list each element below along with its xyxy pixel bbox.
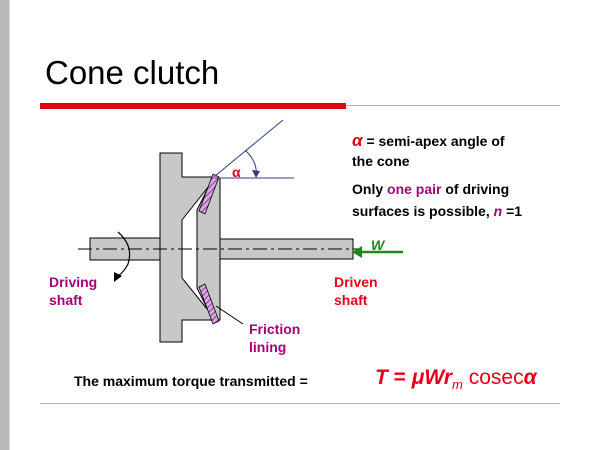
formula-alpha: α [523, 366, 537, 389]
outer-cone-cup [159, 152, 218, 343]
torque-formula: T = μWrm cosecα [375, 366, 537, 392]
formula-cosec: cosec [462, 366, 524, 389]
note-n-symbol: n [493, 203, 503, 219]
driven-shaft-label-2: shaft [334, 292, 368, 308]
driving-shaft-label-1: Driving [49, 274, 98, 290]
note-n-value: =1 [502, 203, 523, 219]
friction-leader-line [215, 305, 244, 325]
alpha-label: α [232, 164, 241, 180]
formula-mu-W-r: μWr [411, 366, 453, 389]
torque-label: The maximum torque transmitted = [74, 373, 308, 389]
cone-surface-line [214, 119, 284, 177]
definition-symbol: α [352, 131, 363, 150]
rotation-arrow [117, 231, 131, 277]
note-text-2: surfaces is possible, [352, 203, 494, 219]
formula-equals: = [387, 366, 412, 389]
footer-rule [40, 403, 560, 404]
driving-shaft-label-2: shaft [49, 292, 83, 308]
left-accent-bar [0, 0, 9, 450]
slide-title: Cone clutch [45, 54, 220, 91]
definition-line-2: the cone [352, 153, 410, 169]
friction-lining-top [198, 173, 220, 215]
note-line-1: Only one pair of driving [352, 180, 509, 198]
driven-shaft-label-1: Driven [334, 274, 378, 290]
note-line-2: surfaces is possible, n =1 [352, 202, 522, 220]
left-accent-bar-edge [9, 0, 10, 450]
axial-load-label: W [371, 237, 385, 253]
friction-lining-bottom [198, 283, 220, 325]
note-part-2: of driving [441, 181, 510, 197]
definition-text-1: = semi-apex angle of [366, 133, 505, 149]
title-underline-grey [346, 105, 560, 106]
angle-arrowhead-icon [252, 170, 260, 178]
friction-lining-label-2: lining [249, 339, 287, 355]
title-underline-red [40, 103, 346, 109]
friction-lining-label-1: Friction [249, 321, 301, 337]
rotation-arrowhead-icon [114, 272, 122, 282]
note-part-1: Only [352, 181, 388, 197]
note-highlight: one pair [387, 181, 442, 197]
axial-load-arrowhead-icon [352, 246, 362, 258]
formula-subscript-m: m [452, 377, 463, 393]
definition-line-1: α = semi-apex angle of [352, 132, 505, 150]
formula-T: T [375, 366, 388, 389]
